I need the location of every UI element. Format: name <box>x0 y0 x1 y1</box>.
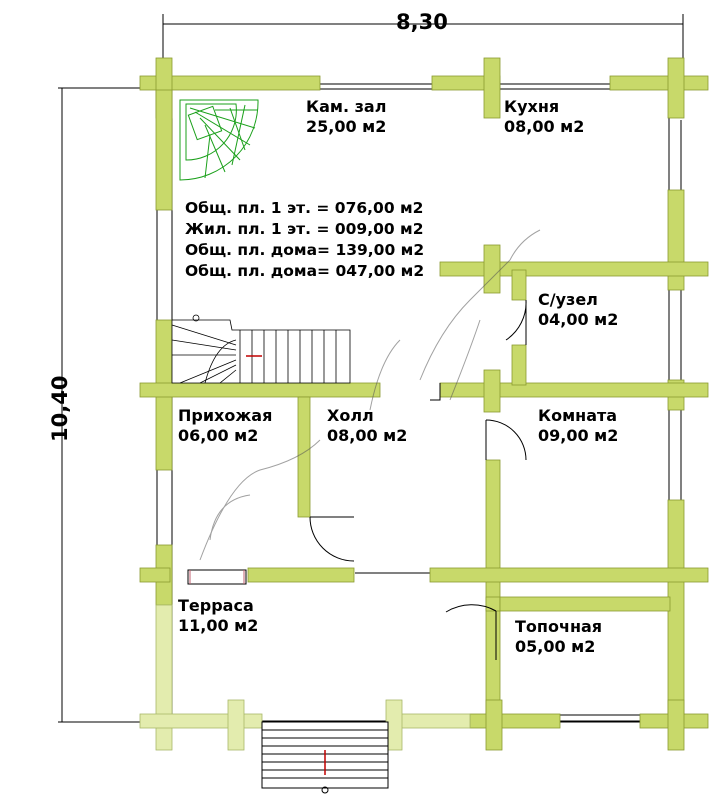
room-label-kamzal: Кам. зал 25,00 м2 <box>306 97 386 137</box>
room-label-terrace: Терраса 11,00 м2 <box>178 596 258 636</box>
width-dimension: 8,30 <box>396 10 448 34</box>
room-area: 05,00 м2 <box>515 637 596 656</box>
dimension-lines <box>58 14 684 723</box>
room-area: 04,00 м2 <box>538 310 619 329</box>
doors <box>187 299 527 660</box>
room-area: 08,00 м2 <box>327 426 408 445</box>
room-label-hall: Холл 08,00 м2 <box>327 406 407 446</box>
entrance-steps <box>261 721 389 794</box>
room-name: Терраса <box>178 596 254 615</box>
room-label-bathroom: С/узел 04,00 м2 <box>538 290 618 330</box>
room-label-room: Комната 09,00 м2 <box>538 406 618 446</box>
stat-line: Общ. пл. дома= 047,00 м2 <box>185 262 425 280</box>
walls <box>139 57 709 751</box>
room-name: Топочная <box>515 617 603 636</box>
room-area: 06,00 м2 <box>178 426 259 445</box>
fireplace <box>179 99 259 181</box>
room-area: 11,00 м2 <box>178 616 259 635</box>
room-name: Прихожая <box>178 406 273 425</box>
room-label-hall-in: Прихожая 06,00 м2 <box>178 406 272 446</box>
area-summary: Общ. пл. 1 эт. = 076,00 м2 Жил. пл. 1 эт… <box>185 198 424 282</box>
room-area: 25,00 м2 <box>306 117 387 136</box>
room-name: Холл <box>327 406 374 425</box>
room-label-kitchen: Кухня 08,00 м2 <box>504 97 584 137</box>
watermark-scribble <box>199 229 541 561</box>
staircase <box>171 314 351 384</box>
room-label-boiler: Топочная 05,00 м2 <box>515 617 602 657</box>
height-dimension-text: 10,40 <box>48 375 72 442</box>
room-area: 09,00 м2 <box>538 426 619 445</box>
stat-line: Общ. пл. 1 эт. = 076,00 м2 <box>185 199 424 217</box>
room-name: Кухня <box>504 97 560 116</box>
room-name: Кам. зал <box>306 97 387 116</box>
room-name: С/узел <box>538 290 598 309</box>
stat-line: Жил. пл. 1 эт. = 009,00 м2 <box>185 220 424 238</box>
room-area: 08,00 м2 <box>504 117 585 136</box>
room-name: Комната <box>538 406 618 425</box>
terrace-railing <box>139 604 471 751</box>
stat-line: Общ. пл. дома= 139,00 м2 <box>185 241 425 259</box>
